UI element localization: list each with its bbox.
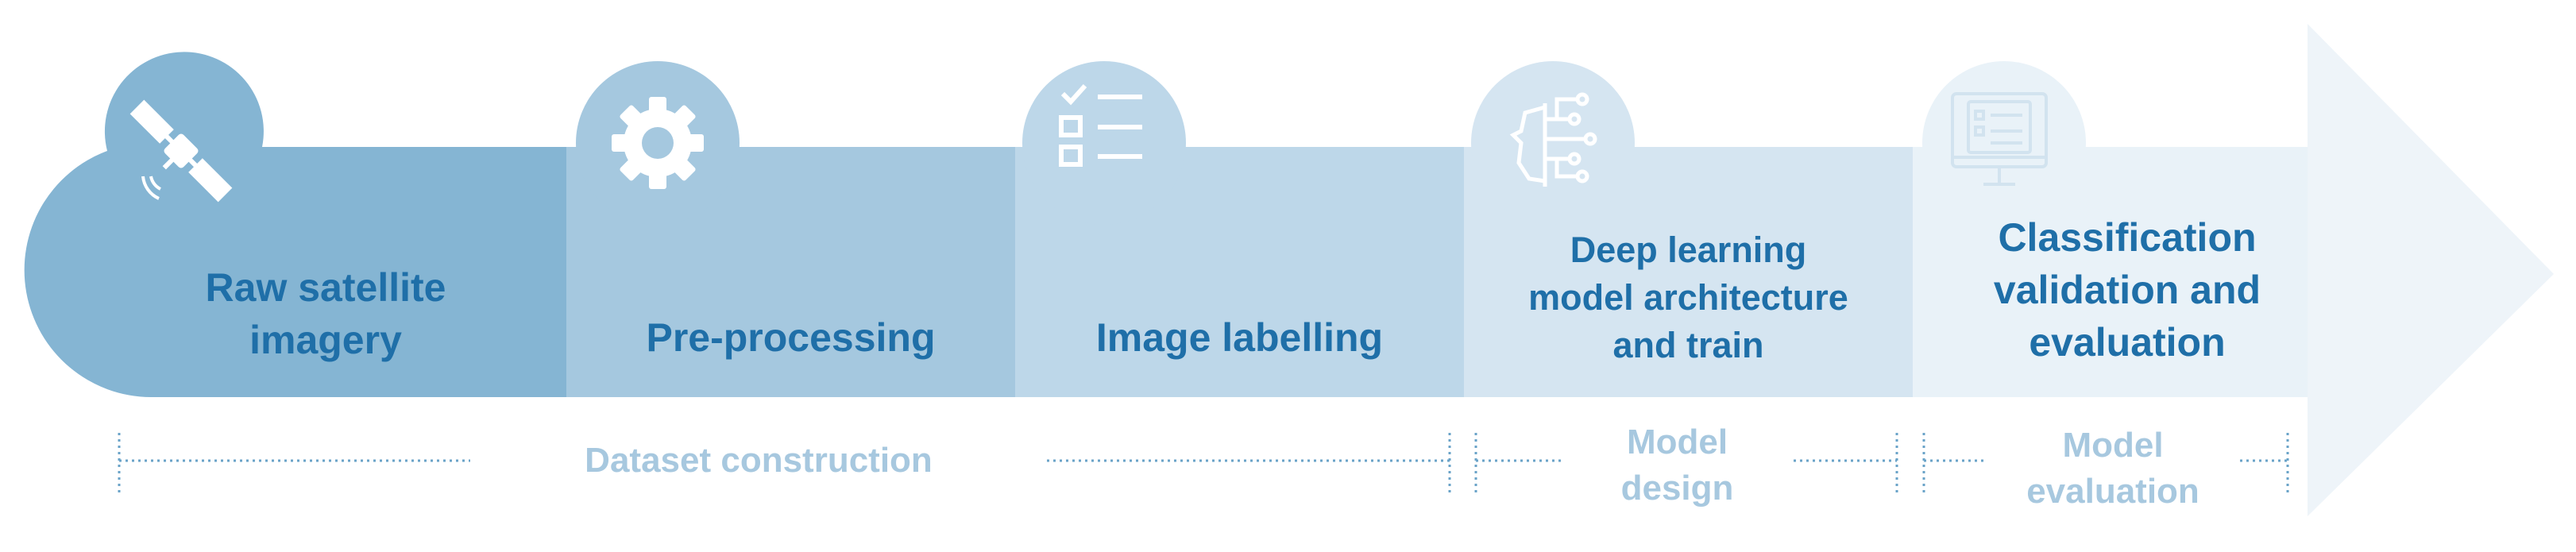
phase-label-dataset-construction: Dataset construction (585, 441, 933, 480)
stage-label-image-labelling: Image labelling (1095, 315, 1384, 360)
phase-brackets (118, 433, 2289, 494)
stage-3-block (1015, 61, 1464, 397)
stage-label-deep-learning: Deep learning model architecture and tra… (1528, 230, 1848, 365)
stage-5-block (1913, 61, 2308, 397)
satellite-icon (129, 99, 233, 203)
ai-chip-icon (1509, 92, 1597, 187)
gear-icon (612, 97, 704, 189)
stage-label-pre-processing: Pre-processing (646, 315, 936, 360)
monitor-checklist-icon (1951, 92, 2048, 186)
stage-4-block (1464, 61, 1913, 397)
checklist-icon (1059, 83, 1142, 167)
phase-label-model-evaluation: Model evaluation (2026, 426, 2199, 511)
stage-label-classification: Classification validation and evaluation (1993, 214, 2261, 365)
stage-label-raw-satellite-imagery: Raw satellite imagery (205, 265, 446, 362)
background-arrow (2288, 24, 2554, 516)
phase-label-model-design: Model design (1620, 423, 1734, 508)
